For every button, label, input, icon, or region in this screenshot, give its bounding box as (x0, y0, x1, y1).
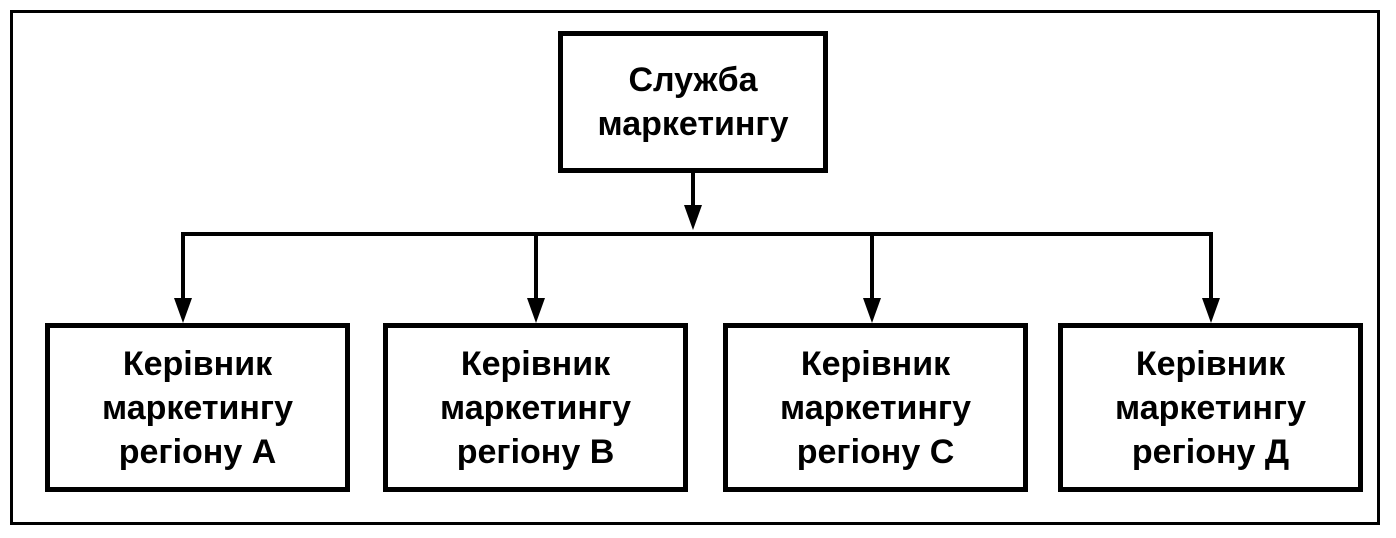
region-a-manager-box: Керівник маркетингу регіону А (45, 323, 350, 492)
region-d-line2: маркетингу (1114, 388, 1307, 427)
root-label-line2: маркетингу (597, 105, 789, 143)
region-c-line1: Керівник (800, 344, 951, 383)
region-d-manager-box: Керівник маркетингу регіону Д (1058, 323, 1363, 492)
root-arrow (684, 205, 702, 230)
region-b-line2: маркетингу (439, 388, 632, 427)
region-a-line1: Керівник (122, 344, 273, 383)
region-b-line3: регіону В (456, 432, 615, 471)
marketing-service-box: Служба маркетингу (558, 31, 828, 173)
root-label-line1: Служба (628, 61, 758, 99)
region-b-line1: Керівник (460, 344, 611, 383)
diagram-frame (10, 10, 1380, 525)
region-c-manager-box: Керівник маркетингу регіону С (723, 323, 1028, 492)
arrow-d (1202, 298, 1220, 323)
arrow-c (863, 298, 881, 323)
region-a-line2: маркетингу (101, 388, 294, 427)
region-c-line2: маркетингу (779, 388, 972, 427)
region-c-line3: регіону С (796, 432, 955, 471)
region-b-manager-box: Керівник маркетингу регіону В (383, 323, 688, 492)
region-d-line1: Керівник (1135, 344, 1286, 383)
arrow-b (527, 298, 545, 323)
arrow-a (174, 298, 192, 323)
region-a-line3: регіону А (118, 432, 277, 471)
region-d-line3: регіону Д (1131, 432, 1290, 471)
